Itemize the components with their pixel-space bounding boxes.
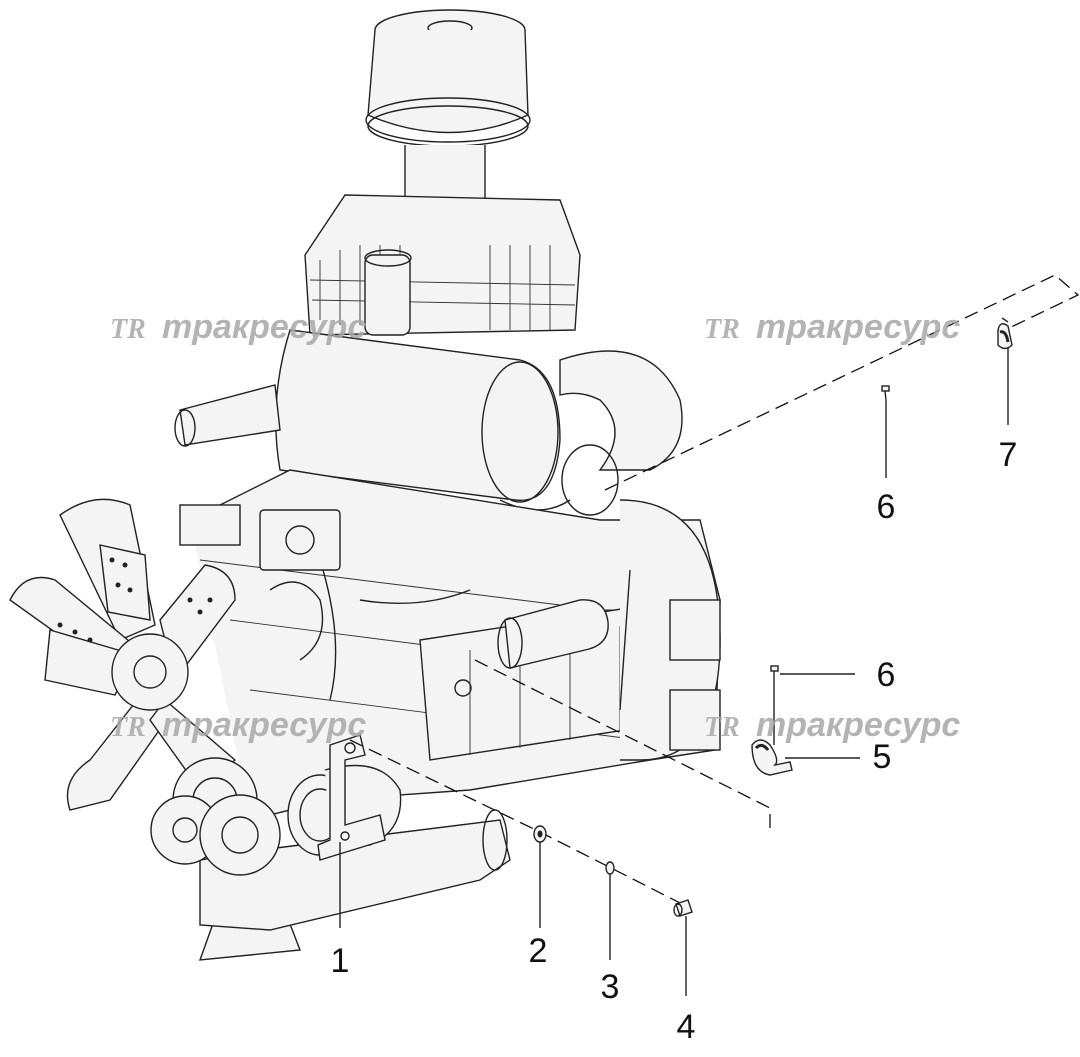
watermark-logo: TR: [704, 712, 740, 743]
part-5-clamp: [751, 739, 793, 776]
callout-7: 7: [999, 436, 1018, 474]
callout-6-lower: 6: [877, 656, 896, 694]
callout-leaders: [339, 348, 1009, 996]
intake-manifold: [304, 194, 581, 336]
callout-5: 5: [873, 738, 892, 776]
part-2-washer: [533, 825, 547, 843]
watermark-bottom-left: TR тракресурс: [110, 706, 366, 744]
watermark-top-left: TR тракресурс: [110, 308, 366, 346]
cooling-fan: [9, 498, 237, 811]
part-4-bolt: [673, 899, 693, 917]
part-6-screw-upper: [881, 385, 890, 401]
bracket-part-1: [317, 734, 386, 861]
callout-6-upper: 6: [877, 488, 896, 526]
watermark-logo: TR: [704, 314, 740, 345]
callout-3: 3: [601, 968, 620, 1006]
watermark-text: тракресурс: [756, 706, 960, 744]
callout-2: 2: [529, 932, 548, 970]
watermark-text: тракресурс: [162, 706, 366, 744]
callout-1: 1: [331, 942, 350, 980]
watermark-logo: TR: [110, 314, 146, 345]
part-3-spring-washer: [605, 861, 615, 875]
muffler: [174, 329, 561, 503]
part-7-clamp: [997, 317, 1013, 350]
watermark-bottom-right: TR тракресурс: [704, 706, 960, 744]
engine-assembly: [9, 9, 721, 961]
part-6-screw-lower: [770, 665, 779, 682]
callout-4: 4: [677, 1008, 696, 1046]
watermark-logo: TR: [110, 712, 146, 743]
watermark-text: тракресурс: [756, 308, 960, 346]
watermark-top-right: TR тракресурс: [704, 308, 960, 346]
callout-numbers: 1 2 3 4 5 6 6 7: [331, 436, 1018, 1046]
engine-block: [179, 469, 721, 961]
watermark-text: тракресурс: [162, 308, 366, 346]
